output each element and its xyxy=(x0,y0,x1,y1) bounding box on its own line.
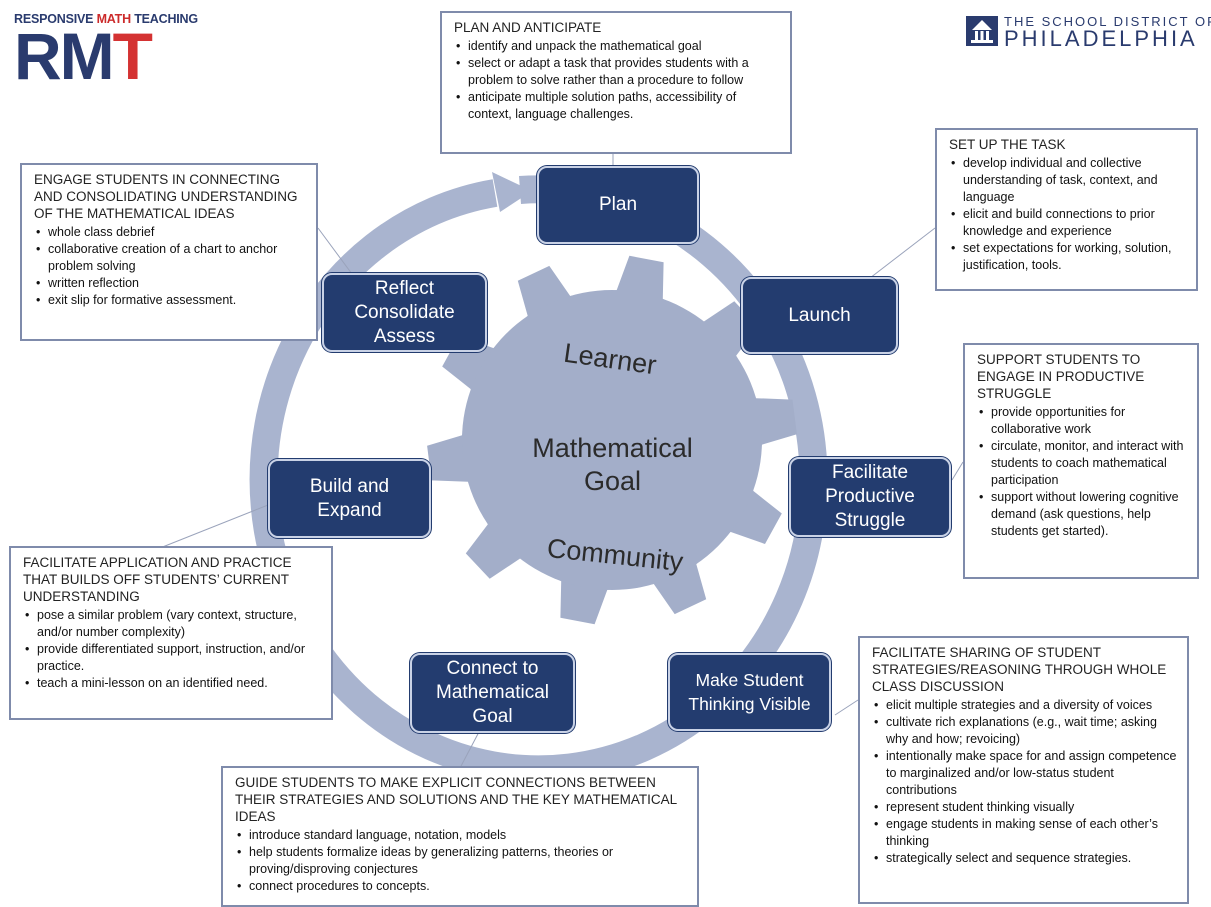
callout-list: provide opportunities for collaborative … xyxy=(977,404,1187,540)
callout-list: whole class debrief collaborative creati… xyxy=(34,224,306,309)
callout-engage-consolidating: ENGAGE STUDENTS IN CONNECTING AND CONSOL… xyxy=(20,163,318,341)
list-item: provide differentiated support, instruct… xyxy=(25,641,321,675)
district-seal-icon xyxy=(966,16,998,46)
list-item: engage students in making sense of each … xyxy=(874,816,1177,850)
stage-facilitate-productive-struggle[interactable]: Facilitate Productive Struggle xyxy=(789,457,951,537)
list-item: select or adapt a task that provides stu… xyxy=(456,55,780,89)
list-item: cultivate rich explanations (e.g., wait … xyxy=(874,714,1177,748)
list-item: strategically select and sequence strate… xyxy=(874,850,1177,867)
callout-facilitate-sharing: FACILITATE SHARING OF STUDENT STRATEGIES… xyxy=(858,636,1189,904)
callout-title: PLAN AND ANTICIPATE xyxy=(454,20,602,35)
callout-set-up-the-task: SET UP THE TASK develop individual and c… xyxy=(935,128,1198,291)
list-item: help students formalize ideas by general… xyxy=(237,844,687,878)
stage-make-thinking-visible[interactable]: Make Student Thinking Visible xyxy=(668,653,831,731)
list-item: elicit and build connections to prior kn… xyxy=(951,206,1186,240)
callout-title: SUPPORT STUDENTS TO ENGAGE IN PRODUCTIVE… xyxy=(977,352,1145,401)
list-item: written reflection xyxy=(36,275,306,292)
list-item: intentionally make space for and assign … xyxy=(874,748,1177,799)
callout-list: identify and unpack the mathematical goa… xyxy=(454,38,780,123)
callout-list: introduce standard language, notation, m… xyxy=(235,827,687,895)
callout-facilitate-application: FACILITATE APPLICATION AND PRACTICE THAT… xyxy=(9,546,333,720)
callout-title: FACILITATE APPLICATION AND PRACTICE THAT… xyxy=(23,555,292,604)
list-item: whole class debrief xyxy=(36,224,306,241)
rmt-wordmark: RMT xyxy=(14,19,153,93)
list-item: elicit multiple strategies and a diversi… xyxy=(874,697,1177,714)
district-name-small: THE SCHOOL DISTRICT OF xyxy=(1004,14,1211,29)
stage-reflect-consolidate-assess[interactable]: Reflect Consolidate Assess xyxy=(322,273,487,352)
list-item: connect procedures to concepts. xyxy=(237,878,687,895)
list-item: provide opportunities for collaborative … xyxy=(979,404,1187,438)
list-item: exit slip for formative assessment. xyxy=(36,292,306,309)
stage-plan[interactable]: Plan xyxy=(537,166,699,244)
list-item: identify and unpack the mathematical goa… xyxy=(456,38,780,55)
list-item: set expectations for working, solution, … xyxy=(951,240,1186,274)
rmt-tagline: RESPONSIVE MATH TEACHING xyxy=(14,12,198,26)
stage-connect-to-goal[interactable]: Connect to Mathematical Goal xyxy=(410,653,575,733)
callout-title: ENGAGE STUDENTS IN CONNECTING AND CONSOL… xyxy=(34,172,298,221)
list-item: teach a mini-lesson on an identified nee… xyxy=(25,675,321,692)
cycle-arrowhead xyxy=(492,172,532,212)
callout-guide-explicit-connections: GUIDE STUDENTS TO MAKE EXPLICIT CONNECTI… xyxy=(221,766,699,907)
callout-title: GUIDE STUDENTS TO MAKE EXPLICIT CONNECTI… xyxy=(235,775,677,824)
list-item: represent student thinking visually xyxy=(874,799,1177,816)
list-item: support without lowering cognitive deman… xyxy=(979,489,1187,540)
list-item: develop individual and collective unders… xyxy=(951,155,1186,206)
list-item: pose a similar problem (vary context, st… xyxy=(25,607,321,641)
district-logo: THE SCHOOL DISTRICT OF PHILADELPHIA xyxy=(966,14,1211,54)
list-item: collaborative creation of a chart to anc… xyxy=(36,241,306,275)
rmt-logo: RESPONSIVE MATH TEACHING RMT xyxy=(14,12,214,92)
callout-plan-and-anticipate: PLAN AND ANTICIPATE identify and unpack … xyxy=(440,11,792,154)
list-item: circulate, monitor, and interact with st… xyxy=(979,438,1187,489)
stage-launch[interactable]: Launch xyxy=(741,277,898,354)
callout-support-productive-struggle: SUPPORT STUDENTS TO ENGAGE IN PRODUCTIVE… xyxy=(963,343,1199,579)
callout-list: elicit multiple strategies and a diversi… xyxy=(872,697,1177,867)
center-goal-label: Mathematical Goal xyxy=(532,433,693,496)
center-disk xyxy=(462,290,762,590)
list-item: anticipate multiple solution paths, acce… xyxy=(456,89,780,123)
list-item: introduce standard language, notation, m… xyxy=(237,827,687,844)
stage-build-and-expand[interactable]: Build and Expand xyxy=(268,459,431,538)
callout-list: develop individual and collective unders… xyxy=(949,155,1186,274)
district-name-large: PHILADELPHIA xyxy=(1004,26,1198,51)
callout-title: FACILITATE SHARING OF STUDENT STRATEGIES… xyxy=(872,645,1167,694)
callout-list: pose a similar problem (vary context, st… xyxy=(23,607,321,692)
connector-lines xyxy=(159,152,964,769)
callout-title: SET UP THE TASK xyxy=(949,137,1066,152)
